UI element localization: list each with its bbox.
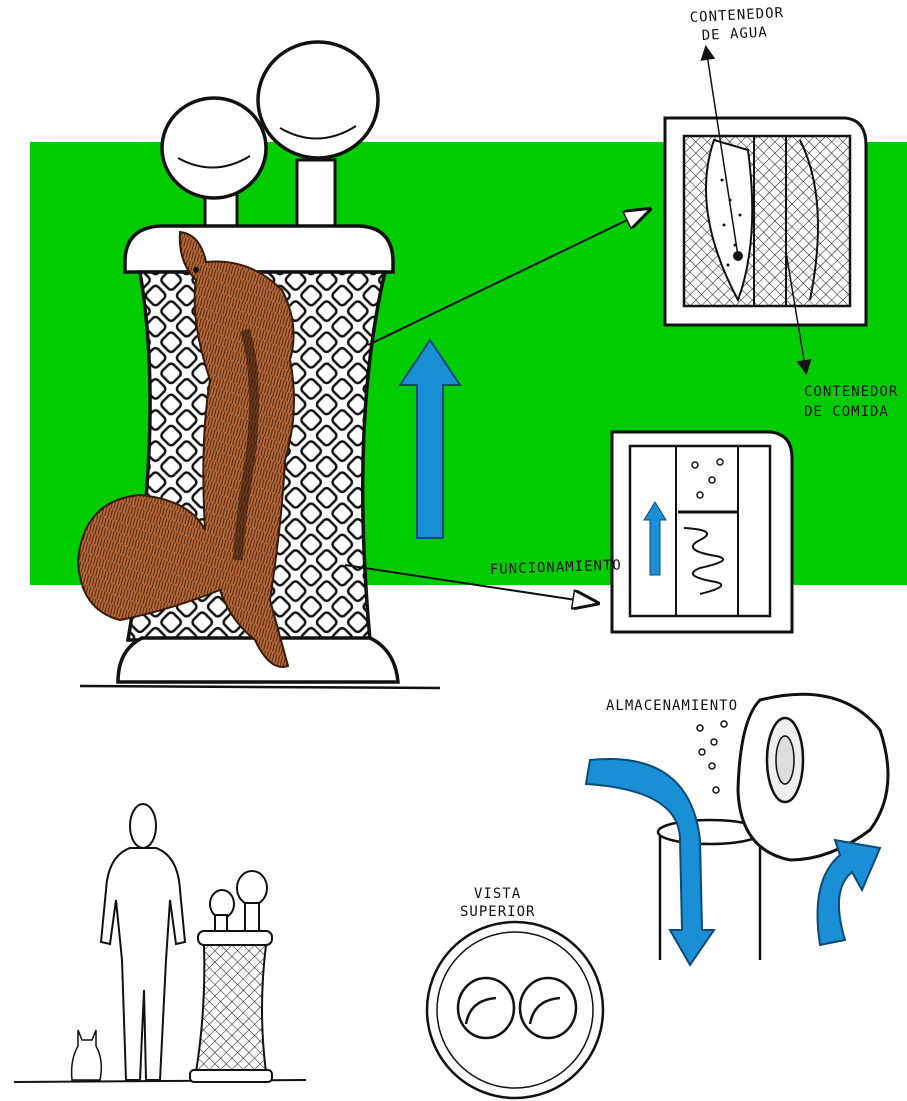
label-top-view-2: SUPERIOR: [460, 904, 535, 920]
curved-arrow-return-icon: [818, 840, 881, 945]
label-water-container-2: DE AGUA: [701, 25, 768, 44]
ground-line: [80, 686, 440, 688]
label-storage: ALMACENAMIENTO: [606, 698, 738, 714]
human-figure-icon: [101, 804, 185, 1080]
detail-card-containers: [665, 118, 866, 325]
label-food-container-2: DE COMIDA: [804, 404, 889, 420]
cat-icon: [72, 1030, 102, 1080]
top-view-illustration: [427, 922, 603, 1098]
detail-card-mechanism: [612, 432, 792, 632]
label-food-container-1: CONTENEDOR: [804, 384, 898, 400]
top-cap: [125, 226, 393, 272]
curved-arrow-icon: [586, 759, 714, 965]
label-water-container-1: CONTENEDOR: [689, 5, 784, 26]
small-feeder-model: [190, 871, 272, 1082]
storage-illustration: [586, 694, 888, 965]
label-top-view-1: VISTA: [474, 886, 521, 902]
